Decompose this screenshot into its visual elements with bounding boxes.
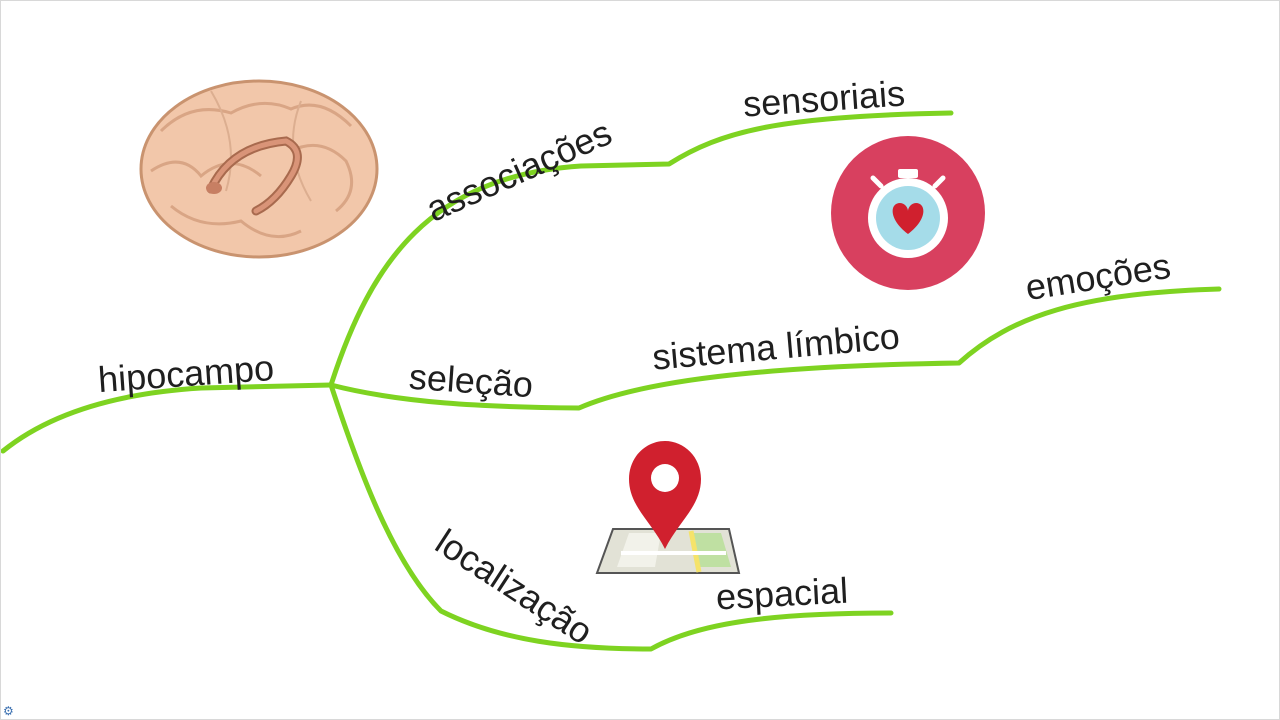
branch-selecao [328,286,1222,411]
branch-root [1,382,334,454]
branch-localizacao [328,382,894,652]
stopwatch-heart-icon [831,136,985,290]
node-associacoes: associações [420,112,618,230]
gear-icon[interactable]: ⚙ [3,704,14,718]
map-pin-icon [595,441,741,574]
node-espacial: espacial [715,570,849,618]
node-localizacao: localização [428,521,600,652]
brain-icon [139,79,379,259]
branch-associacoes [328,110,954,388]
node-selecao: seleção [408,356,535,406]
node-hipocampo: hipocampo [97,347,276,400]
